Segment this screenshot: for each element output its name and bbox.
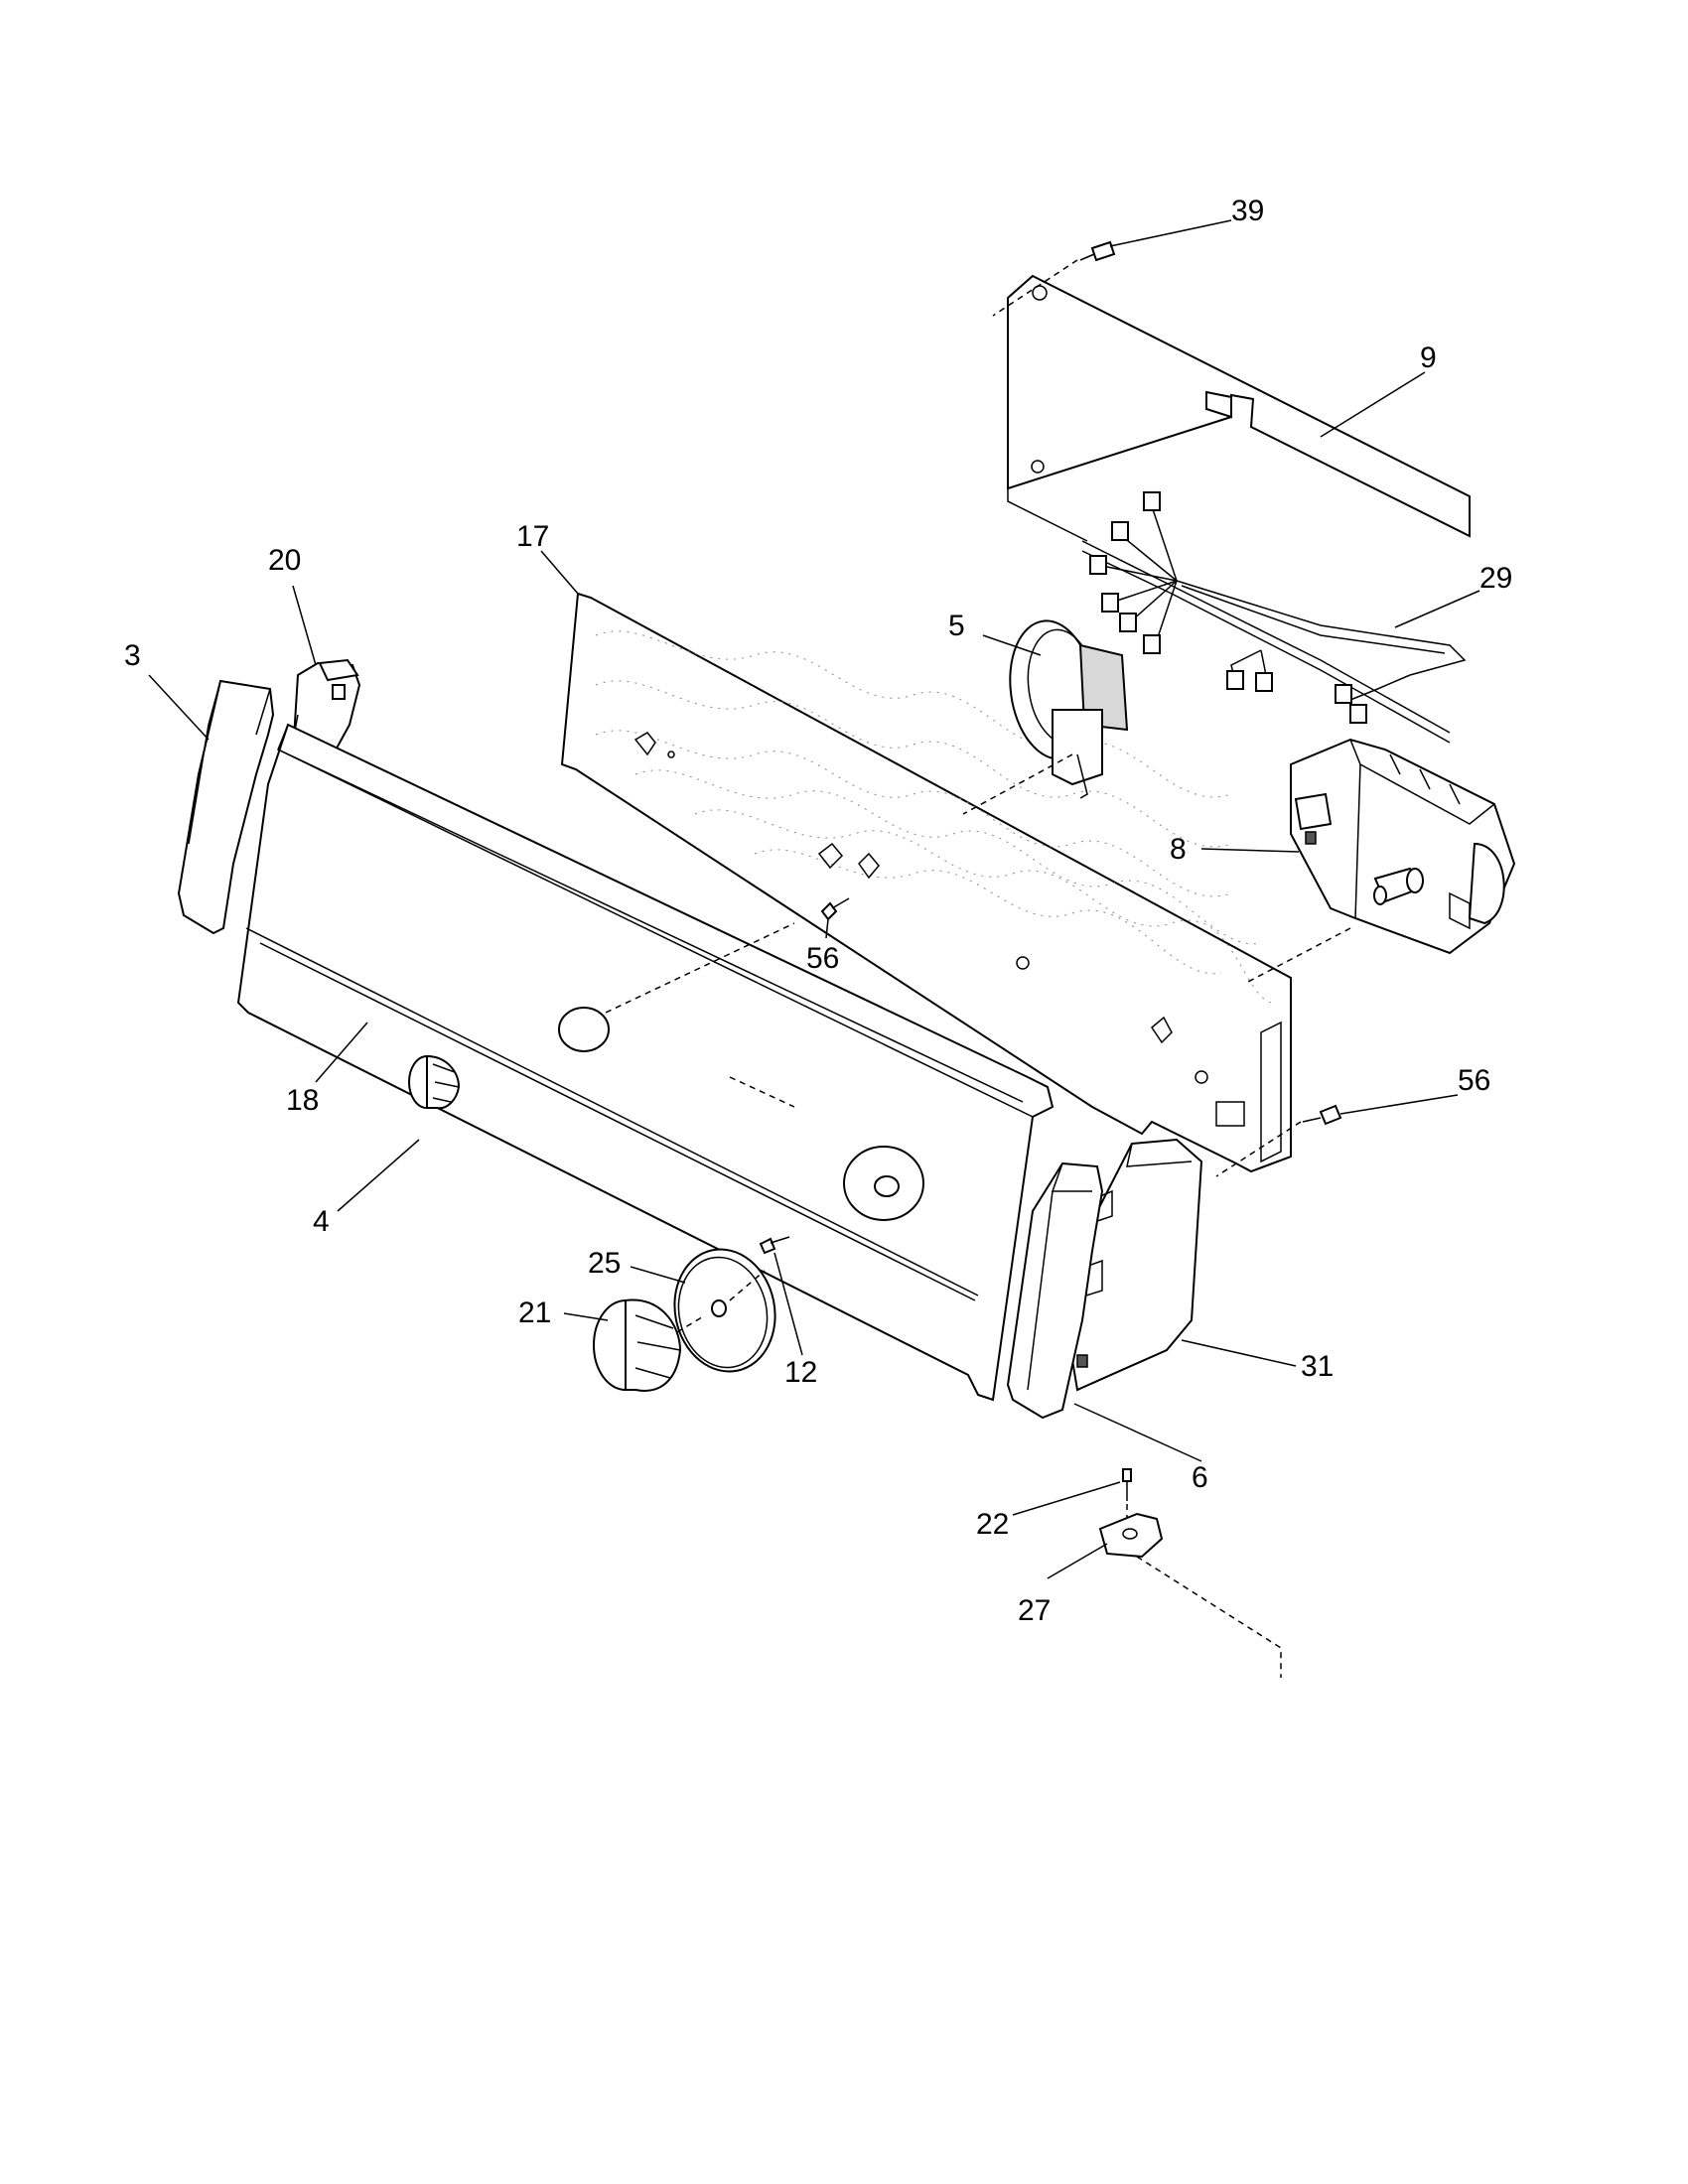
callout-29: 29 bbox=[1479, 562, 1512, 595]
callout-3: 3 bbox=[124, 639, 141, 672]
part-5-switch-assembly bbox=[962, 619, 1129, 815]
callout-27: 27 bbox=[1018, 1594, 1051, 1627]
part-56-screw-right bbox=[1215, 1104, 1342, 1177]
callout-9: 9 bbox=[1420, 341, 1437, 374]
part-6-right-end-cap bbox=[1006, 1161, 1104, 1420]
part-17-panel-plate bbox=[560, 592, 1292, 1173]
part-29-wiring-harness bbox=[1081, 491, 1467, 744]
callout-31: 31 bbox=[1301, 1350, 1334, 1383]
callout-25: 25 bbox=[588, 1247, 621, 1280]
part-4-small-knob bbox=[408, 1054, 461, 1110]
callout-39: 39 bbox=[1231, 195, 1264, 227]
part-18-front-panel bbox=[236, 723, 1055, 1402]
callout-56-center: 56 bbox=[806, 942, 839, 975]
part-3-left-end-cap bbox=[177, 679, 275, 935]
part-25-dial-skirt bbox=[673, 1248, 776, 1373]
callout-21: 21 bbox=[518, 1297, 551, 1329]
callout-12: 12 bbox=[784, 1356, 817, 1389]
leader-lines bbox=[148, 219, 1480, 1579]
callout-8: 8 bbox=[1170, 833, 1187, 866]
part-27-clip bbox=[1098, 1512, 1282, 1678]
part-9-rear-bracket bbox=[1007, 274, 1471, 542]
callout-4: 4 bbox=[313, 1205, 330, 1238]
part-8-timer bbox=[1245, 738, 1516, 984]
callout-5: 5 bbox=[948, 610, 965, 642]
callout-20: 20 bbox=[268, 544, 301, 577]
part-21-large-knob bbox=[593, 1298, 706, 1392]
callout-labels: 39 9 17 20 3 5 29 8 56 56 18 4 25 21 12 … bbox=[124, 195, 1512, 1627]
callout-6: 6 bbox=[1192, 1461, 1208, 1494]
callout-18: 18 bbox=[286, 1084, 319, 1117]
part-22-screw bbox=[1122, 1468, 1132, 1524]
callout-56-right: 56 bbox=[1458, 1064, 1490, 1097]
part-39-screw bbox=[992, 240, 1116, 317]
part-12-screw bbox=[759, 1236, 790, 1255]
part-56-screw-center bbox=[820, 897, 850, 921]
callout-22: 22 bbox=[976, 1508, 1009, 1541]
callout-17: 17 bbox=[516, 520, 549, 553]
